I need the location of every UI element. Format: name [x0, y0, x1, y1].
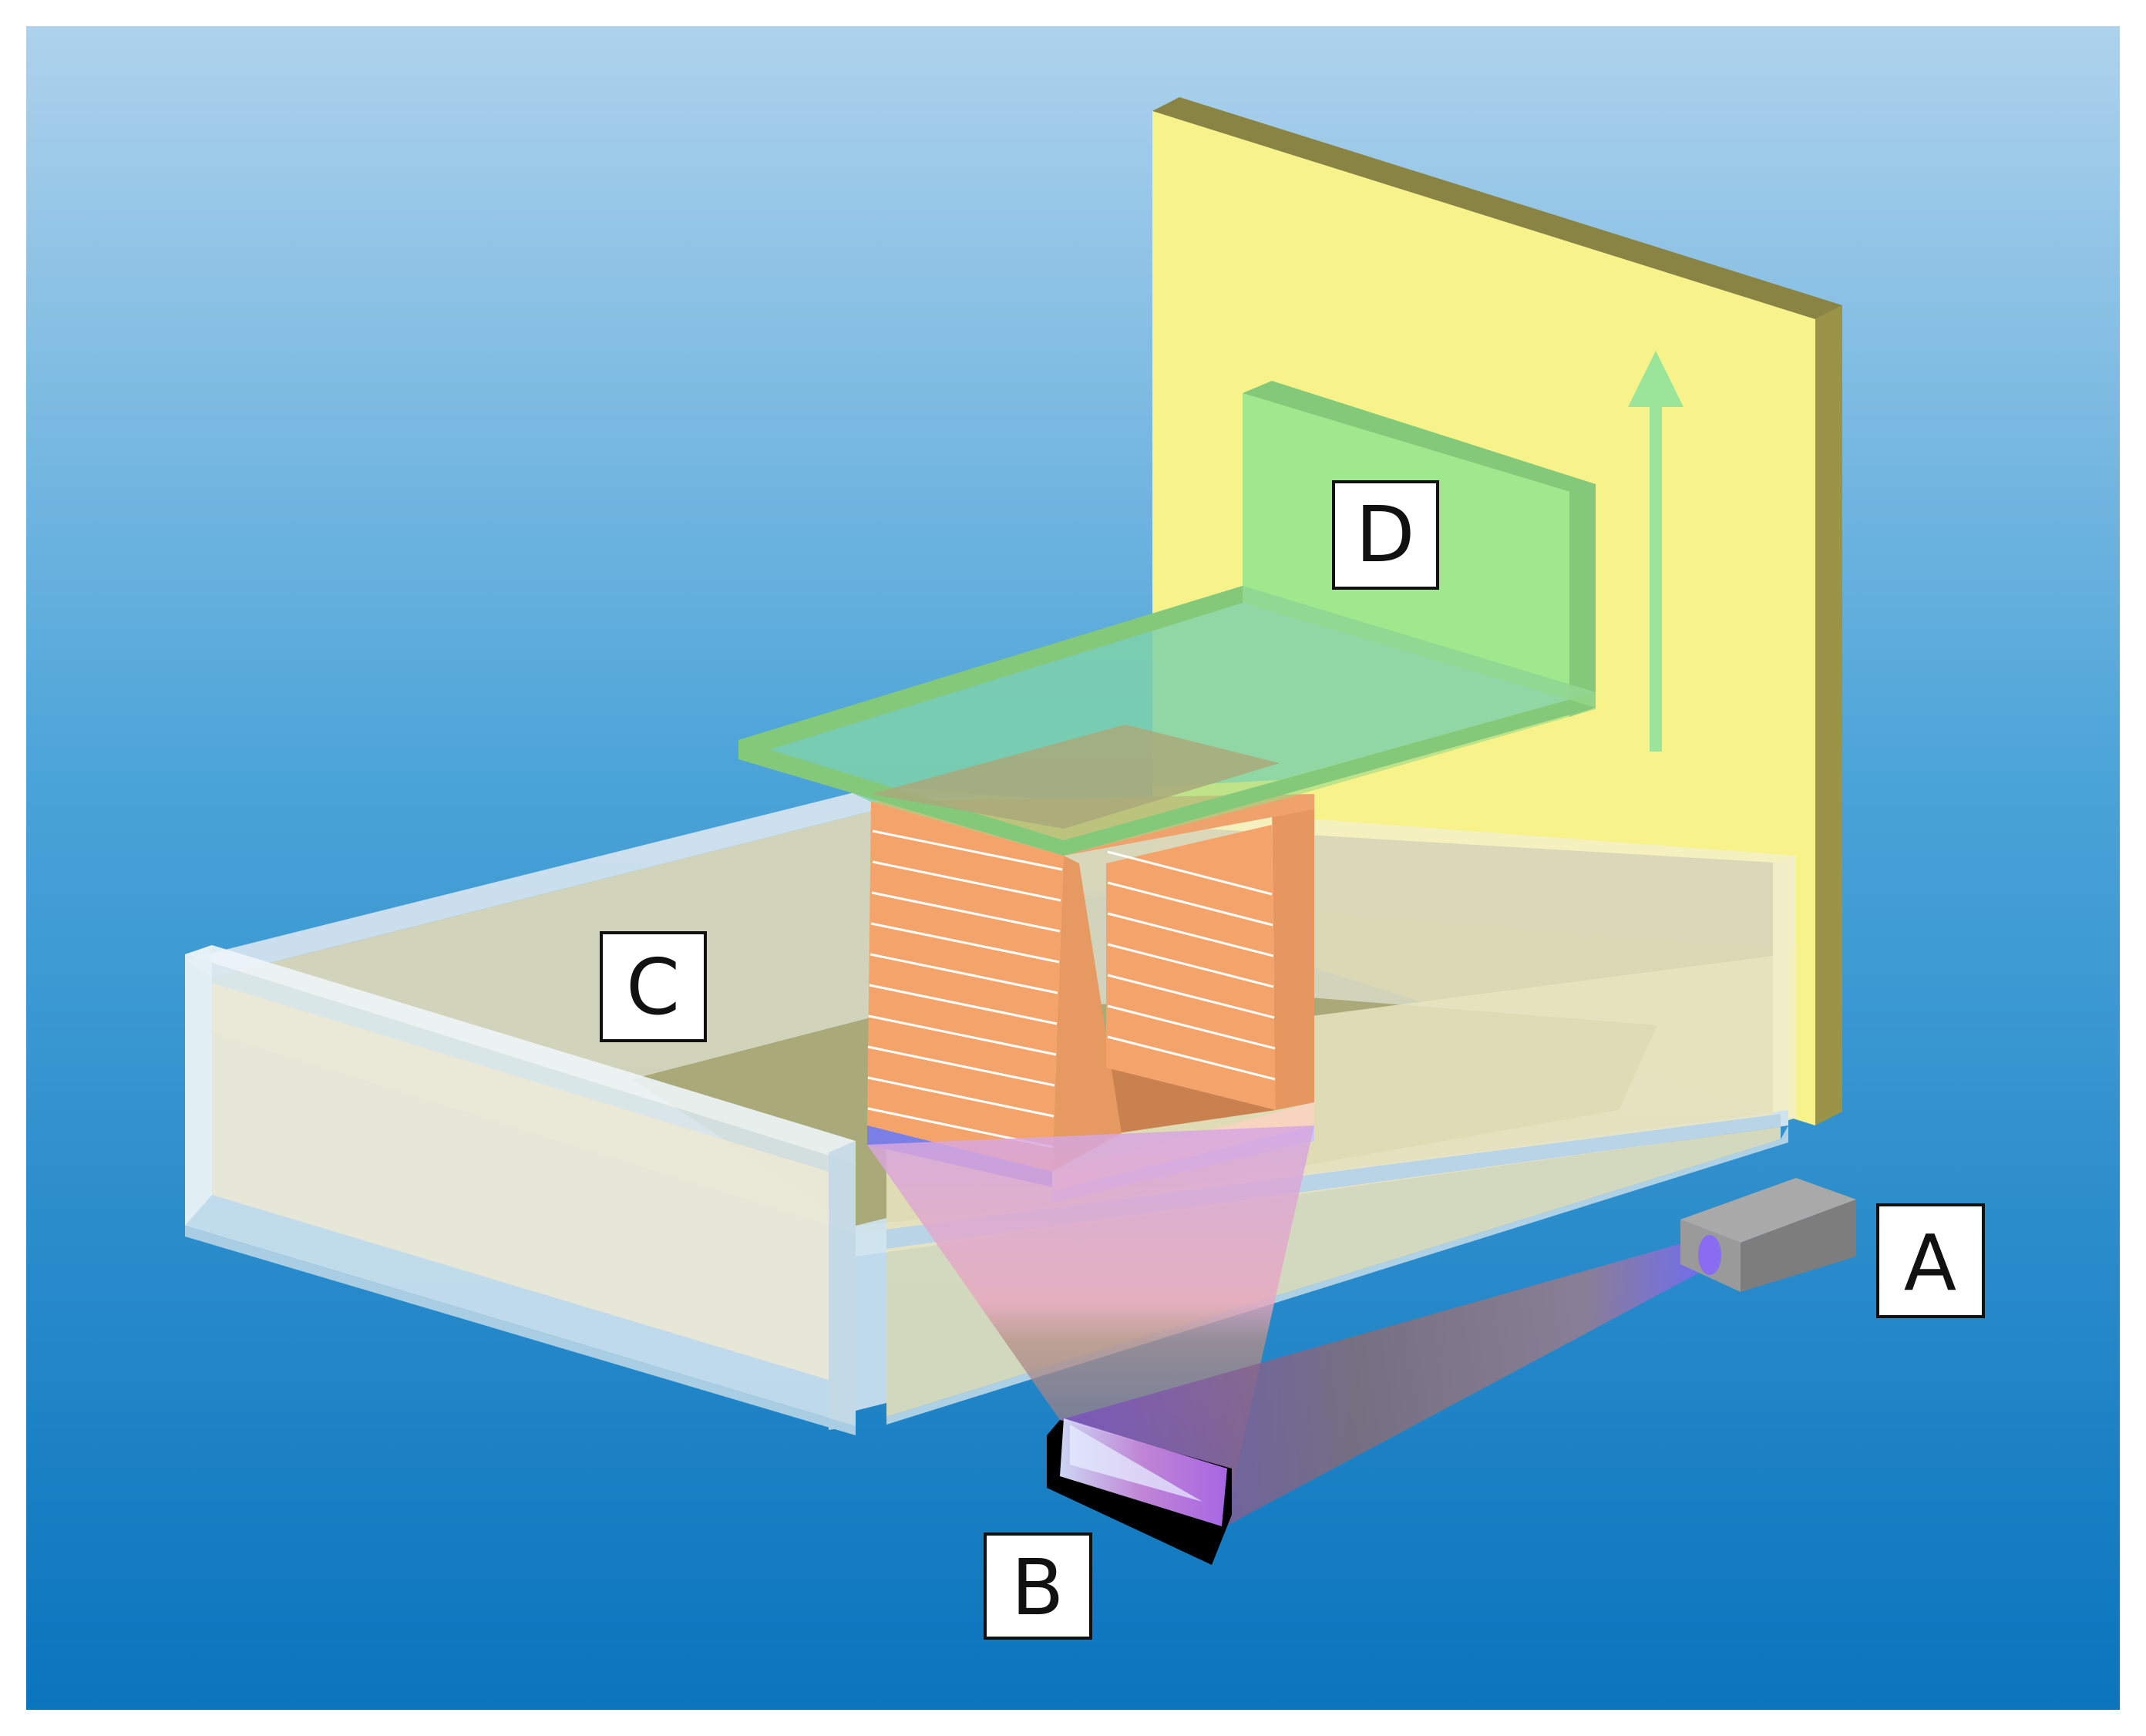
svg-text:D: D — [1355, 490, 1414, 580]
label-b: B — [984, 1532, 1092, 1640]
galvo-mirror-icon — [1047, 1418, 1232, 1565]
label-d: D — [1332, 480, 1439, 590]
label-a: A — [1876, 1203, 1985, 1318]
laser-module-icon — [1680, 1178, 1856, 1292]
svg-text:A: A — [1904, 1218, 1956, 1308]
build-platform-plate — [738, 586, 1596, 856]
layer-lines — [867, 829, 1276, 1149]
svg-text:C: C — [626, 942, 680, 1032]
label-c: C — [600, 931, 707, 1042]
svg-text:B: B — [1011, 1543, 1065, 1633]
lift-direction-arrow — [1628, 351, 1684, 752]
light-beams — [867, 1125, 1715, 1526]
